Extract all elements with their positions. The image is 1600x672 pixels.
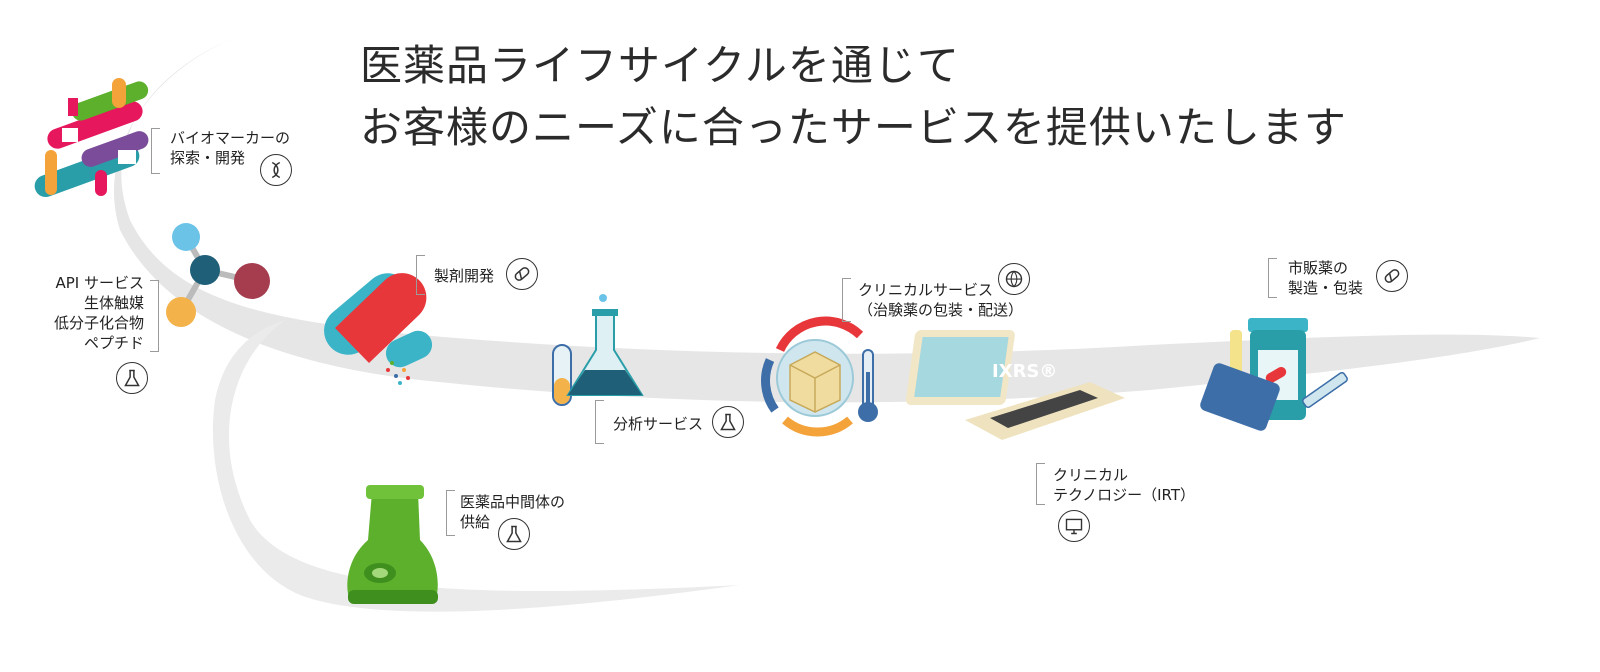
bracket [595, 400, 604, 444]
service-label-irt[interactable]: クリニカル テクノロジー（IRT） [1053, 465, 1195, 505]
api-label-line4: ペプチド [83, 334, 144, 352]
commercial-label-line2: 製造・包装 [1288, 279, 1364, 297]
monitor-icon[interactable] [1058, 510, 1090, 542]
api-label-line2: 生体触媒 [83, 294, 144, 312]
clinical-label-line2: （治験薬の包装・配送） [858, 301, 1024, 319]
intermediates-label-line1: 医薬品中間体の [460, 493, 566, 511]
bracket [1036, 463, 1045, 505]
dna-helix-illustration [34, 78, 149, 198]
dna-icon[interactable] [260, 154, 292, 186]
commercial-label-line1: 市販薬の [1288, 259, 1349, 277]
biomarker-label-line1: バイオマーカーの [170, 129, 291, 147]
clinical-label-line1: クリニカルサービス [858, 281, 994, 299]
api-label-line3: 低分子化合物 [53, 314, 144, 332]
molecule-illustration [166, 223, 270, 327]
irt-label-line1: クリニカル [1053, 466, 1129, 484]
bracket [151, 128, 160, 174]
service-label-api[interactable]: API サービス 生体触媒 低分子化合物 ペプチド [40, 273, 144, 353]
medicine-bottle-illustration [1200, 318, 1348, 431]
globe-icon[interactable] [998, 263, 1030, 295]
clinical-globe-illustration [761, 316, 878, 437]
bracket [842, 278, 851, 322]
headline-line-1: 医薬品ライフサイクルを通じて [360, 41, 960, 90]
api-label-line1: API サービス [55, 274, 145, 292]
flask-icon[interactable] [498, 518, 530, 550]
pill-icon[interactable] [1376, 260, 1408, 292]
service-label-clinical[interactable]: クリニカルサービス （治験薬の包装・配送） [858, 280, 1023, 320]
irt-label-line2: テクノロジー（IRT） [1053, 486, 1196, 504]
reactor-illustration [347, 485, 438, 604]
flask-icon[interactable] [712, 406, 744, 438]
capsule-illustration [324, 273, 433, 385]
service-label-commercial[interactable]: 市販薬の 製造・包装 [1288, 258, 1363, 298]
laptop-illustration [905, 330, 1125, 440]
service-label-formulation[interactable]: 製剤開発 [434, 267, 495, 285]
laptop-screen-text: IXRS® [992, 361, 1058, 382]
bracket [416, 255, 425, 295]
headline-line-2: お客様のニーズに合ったサービスを提供いたします [360, 103, 1347, 152]
bracket [446, 490, 455, 536]
flask-icon[interactable] [116, 362, 148, 394]
service-label-intermediates[interactable]: 医薬品中間体の 供給 [460, 492, 565, 532]
service-label-biomarker[interactable]: バイオマーカーの 探索・開発 [170, 128, 290, 168]
bracket [1268, 258, 1277, 298]
pill-icon[interactable] [506, 258, 538, 290]
bracket [150, 280, 159, 352]
biomarker-label-line2: 探索・開発 [170, 149, 246, 167]
lab-flask-illustration [552, 294, 644, 406]
intermediates-label-line2: 供給 [460, 513, 491, 531]
service-label-analysis[interactable]: 分析サービス [613, 415, 704, 433]
